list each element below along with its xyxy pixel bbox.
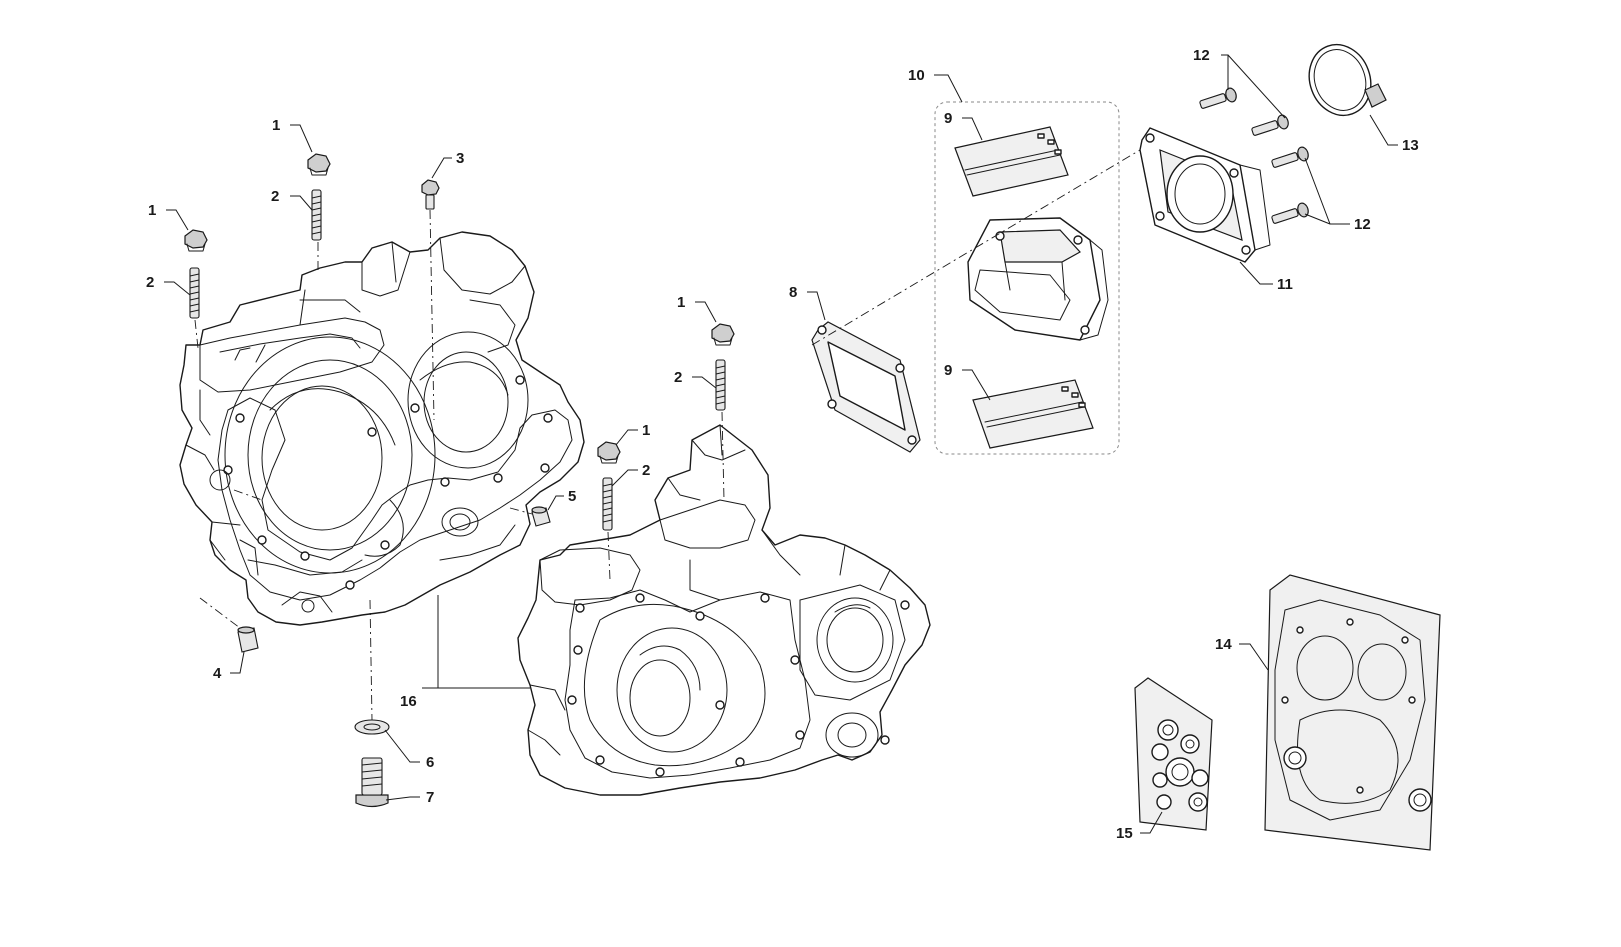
- callout-1b: 1: [148, 202, 156, 219]
- callout-12b: 12: [1354, 216, 1371, 233]
- callout-2c: 2: [674, 369, 682, 386]
- stud-2c[interactable]: [715, 359, 726, 411]
- intake-gasket-8[interactable]: [811, 321, 921, 453]
- callout-16: 16: [400, 693, 417, 710]
- dowel-pin-4[interactable]: [237, 626, 259, 653]
- callout-12a: 12: [1193, 47, 1210, 64]
- dowel-pin-5[interactable]: [531, 506, 551, 527]
- callout-11: 11: [1277, 276, 1293, 293]
- stud-2d[interactable]: [602, 477, 613, 531]
- callout-9b: 9: [944, 362, 952, 379]
- callout-3: 3: [456, 150, 464, 167]
- gasket-kit-14[interactable]: [1264, 574, 1441, 851]
- screw-3[interactable]: [421, 179, 440, 210]
- callout-6: 6: [426, 754, 434, 771]
- right-crankcase-half[interactable]: [517, 424, 931, 796]
- callout-1c: 1: [677, 294, 685, 311]
- callout-10: 10: [908, 67, 925, 84]
- callout-1d: 1: [642, 422, 650, 439]
- flange-nut-1c[interactable]: [711, 323, 735, 346]
- callout-labels: 1 2 1 2 3 4 5 6 7 1 2 1 2 8 10 9 9 11 12…: [146, 47, 1419, 842]
- callout-1a: 1: [272, 117, 280, 134]
- callout-2a: 2: [271, 188, 279, 205]
- leader-lines: [164, 54, 1398, 834]
- callout-4: 4: [213, 665, 222, 682]
- bolt-12b[interactable]: [1251, 114, 1290, 136]
- callout-2d: 2: [642, 462, 650, 479]
- reed-valve-kit-10-outline: [934, 101, 1120, 455]
- callout-2b: 2: [146, 274, 154, 291]
- flange-nut-1d[interactable]: [597, 441, 621, 464]
- callout-14: 14: [1215, 636, 1232, 653]
- stud-2a[interactable]: [311, 189, 322, 241]
- callout-5: 5: [568, 488, 576, 505]
- callout-7: 7: [426, 789, 434, 806]
- drain-plug-7[interactable]: [355, 757, 389, 808]
- oil-seal-kit-15[interactable]: [1134, 677, 1213, 831]
- callout-15: 15: [1116, 825, 1133, 842]
- flange-nut-1b[interactable]: [184, 229, 208, 252]
- callout-13: 13: [1402, 137, 1419, 154]
- reed-petal-9b[interactable]: [972, 379, 1094, 449]
- bolt-12c[interactable]: [1271, 146, 1310, 168]
- callout-8: 8: [789, 284, 797, 301]
- left-crankcase-half[interactable]: [179, 231, 585, 626]
- flange-nut-1a[interactable]: [307, 153, 331, 176]
- bolt-12a[interactable]: [1199, 87, 1238, 109]
- bolt-12d[interactable]: [1271, 202, 1310, 224]
- reed-petal-9a[interactable]: [954, 126, 1069, 197]
- intake-manifold-11[interactable]: [1139, 127, 1271, 263]
- hose-clamp-13[interactable]: [1299, 36, 1387, 124]
- reed-valve-block[interactable]: [967, 217, 1109, 341]
- sealing-washer-6[interactable]: [354, 719, 390, 735]
- assembly-axis-lines: [194, 149, 1141, 721]
- callout-9a: 9: [944, 110, 952, 127]
- stud-2b[interactable]: [189, 267, 200, 319]
